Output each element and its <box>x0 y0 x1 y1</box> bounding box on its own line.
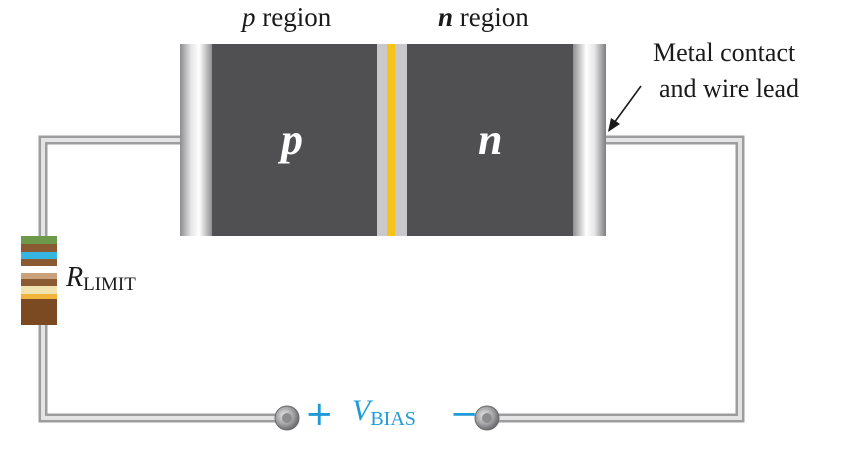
junction-left-band <box>377 44 387 236</box>
resistor-subscript: LIMIT <box>83 274 136 295</box>
n-region-label: n region <box>438 2 529 33</box>
right-metal-contact <box>573 44 606 236</box>
n-region-word: region <box>459 2 529 32</box>
metal-contact-label-line1: Metal contact <box>653 38 796 67</box>
p-region-letter: p <box>242 2 256 32</box>
bias-symbol: V <box>352 394 371 427</box>
n-block-letter: n <box>478 115 503 164</box>
n-region-block <box>407 44 573 236</box>
p-region-block <box>212 44 377 236</box>
limiting-resistor <box>21 236 57 325</box>
callout-arrow <box>608 85 642 132</box>
pn-junction-line <box>387 44 395 236</box>
resistor-symbol: R <box>66 262 84 293</box>
junction-right-band <box>395 44 407 236</box>
p-region-word: region <box>262 2 332 32</box>
plus-sign: + <box>305 394 334 434</box>
circuit-wire <box>38 135 745 423</box>
p-block-letter: p <box>281 115 303 164</box>
p-region-label: p region <box>242 2 331 33</box>
metal-contact-label-line2: and wire lead <box>659 74 800 103</box>
minus-sign: − <box>450 394 479 434</box>
resistor-label: RLIMIT <box>66 262 136 296</box>
bias-voltage-label: VBIAS <box>352 394 416 431</box>
left-metal-contact <box>180 44 212 236</box>
n-region-letter: n <box>438 2 454 32</box>
bias-subscript: BIAS <box>370 408 416 430</box>
